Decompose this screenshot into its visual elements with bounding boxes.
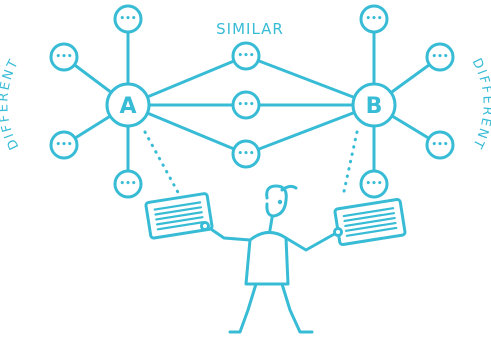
person-left-hand: [200, 221, 210, 231]
hub-b: B: [351, 82, 397, 128]
person-eye: [277, 199, 283, 205]
node-a-bottom: •••: [113, 169, 143, 199]
person-right-arm: [284, 230, 340, 252]
hub-b-label: B: [366, 94, 383, 119]
similar-label: SIMILAR: [216, 20, 284, 38]
person-hands: [200, 221, 343, 237]
node-b-top: •••: [359, 4, 389, 34]
document-right: [333, 197, 407, 247]
person-right-leg: [280, 282, 314, 334]
ellipsis-icon: •••: [431, 52, 448, 62]
document-right-lines: [342, 207, 398, 237]
node-a-upper-left: •••: [49, 42, 79, 72]
ellipsis-icon: •••: [365, 179, 382, 189]
sight-line-b: [341, 130, 359, 198]
node-b-lower-right: •••: [425, 130, 455, 160]
node-b-bottom: •••: [359, 169, 389, 199]
different-label-left: DIFFERENT: [0, 56, 22, 152]
node-a-lower-left: •••: [49, 130, 79, 160]
ellipsis-icon: •••: [119, 179, 136, 189]
ellipsis-icon: •••: [237, 51, 254, 61]
hub-a-label: A: [119, 94, 136, 119]
document-left-lines: [153, 201, 205, 231]
different-label-left-text: DIFFERENT: [0, 56, 20, 152]
different-label-right-text: DIFFERENT: [469, 56, 491, 152]
node-similar-middle: •••: [231, 90, 261, 120]
person-torso: [244, 231, 290, 286]
edge-b-similar-top: [244, 54, 376, 107]
person-neck: [268, 216, 274, 232]
ellipsis-icon: •••: [431, 140, 448, 150]
ellipsis-icon: •••: [237, 100, 254, 110]
person-head: [265, 184, 288, 218]
node-a-top: •••: [113, 4, 143, 34]
person-hair: [280, 184, 298, 192]
sight-lines: [143, 130, 359, 198]
different-label-right: DIFFERENT: [469, 56, 491, 152]
edge-b-similar-bottom: [244, 103, 376, 156]
ellipsis-icon: •••: [237, 149, 254, 159]
document-left: [144, 192, 214, 240]
ellipsis-icon: •••: [55, 52, 72, 62]
person-left-leg: [228, 282, 258, 334]
ellipsis-icon: •••: [365, 14, 382, 24]
node-similar-bottom: •••: [231, 139, 261, 169]
sight-line-a: [143, 130, 182, 198]
node-b-upper-right: •••: [425, 42, 455, 72]
ellipsis-icon: •••: [119, 14, 136, 24]
hub-a: A: [105, 82, 151, 128]
person-right-hand: [333, 227, 343, 237]
person-figure: [203, 184, 340, 334]
nodes: ••• ••• ••• ••• ••• ••• ••• •••: [49, 4, 455, 199]
node-similar-top: •••: [231, 41, 261, 71]
ellipsis-icon: •••: [55, 140, 72, 150]
